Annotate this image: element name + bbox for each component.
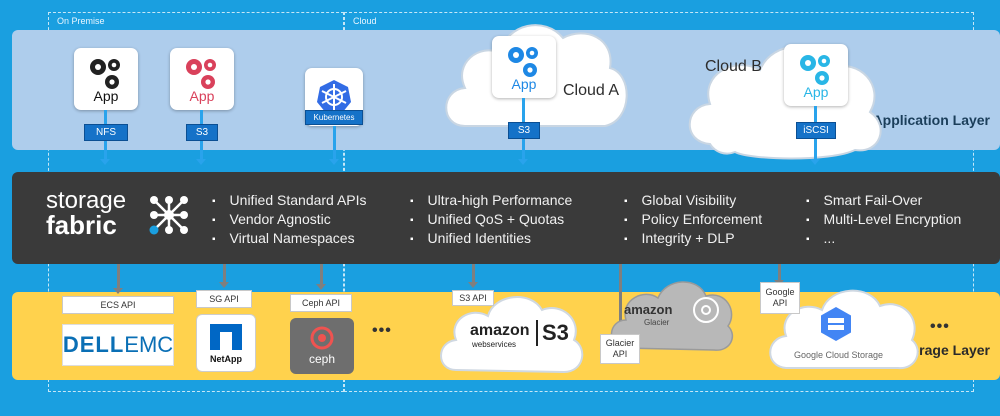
feature-item: Virtual Namespaces [212, 230, 367, 249]
netapp-icon [210, 324, 242, 350]
app-2-label: App [189, 88, 215, 104]
fabric-logo-text-top: storage [46, 187, 127, 214]
feature-item: Multi-Level Encryption [806, 211, 962, 230]
glacier-api-label: Glacier API [600, 334, 640, 364]
connector [117, 264, 120, 290]
amazon-s3-cloud [440, 296, 584, 374]
gears-icon [186, 59, 216, 89]
glacier-text: Glacier [644, 318, 670, 327]
fabric-features-col-3: Global Visibility Policy Enforcement Int… [624, 192, 763, 249]
more-storage-1: ••• [372, 322, 392, 339]
storage-layer-label: Storage Layer [896, 342, 990, 358]
connector [104, 110, 107, 124]
ceph-api-label: Ceph API [290, 294, 352, 312]
feature-item: Unified QoS + Quotas [410, 211, 572, 230]
gears-icon [800, 55, 830, 85]
google-cloud-storage-text: Google Cloud Storage [794, 350, 884, 360]
arrow-down-icon [810, 159, 820, 165]
s3-api-label: S3 API [452, 290, 494, 306]
app-1-label: App [93, 88, 119, 104]
connector [200, 110, 203, 124]
ceph-logo: ceph [290, 318, 354, 374]
google-cloud-storage-icon [821, 307, 851, 341]
app-cloud-b-label: App [803, 84, 829, 100]
app-tile-cloud-b[interactable]: App [784, 44, 848, 106]
application-layer-label: Application Layer [872, 112, 990, 128]
ecs-api-label: ECS API [62, 296, 174, 314]
connector [814, 106, 817, 122]
connector [814, 139, 817, 159]
cloud-b-label: Cloud B [705, 58, 762, 75]
protocol-iscsi: iSCSI [796, 122, 836, 139]
feature-item: Global Visibility [624, 192, 762, 211]
fabric-logo-text-bottom: fabric [46, 210, 117, 240]
connector [522, 98, 525, 122]
protocol-nfs: NFS [84, 124, 128, 141]
gears-icon [508, 47, 538, 77]
glacier-icon [693, 297, 719, 323]
gears-icon [90, 59, 120, 89]
netapp-text: NetApp [210, 354, 242, 364]
arrow-down-icon [329, 159, 339, 165]
fabric-features-col-4: Smart Fail-Over Multi-Level Encryption .… [806, 192, 962, 249]
arrow-down-icon [468, 282, 478, 288]
connector [472, 264, 475, 284]
connector [522, 139, 525, 159]
protocol-kubernetes: Kubernetes [305, 110, 363, 125]
dell-emc-logo: DΕLL EMC [62, 324, 174, 366]
google-api-label: Google API [760, 282, 800, 314]
arrow-down-icon [113, 288, 123, 294]
ceph-icon [310, 326, 334, 350]
feature-item: ... [806, 230, 961, 249]
connector [104, 141, 107, 159]
fabric-features-col-2: Ultra-high Performance Unified QoS + Quo… [410, 192, 573, 249]
feature-item: Unified Standard APIs [212, 192, 367, 211]
protocol-s3: S3 [186, 124, 218, 141]
feature-item: Vendor Agnostic [212, 211, 367, 230]
app-tile-2[interactable]: App [170, 48, 234, 110]
connector [619, 264, 622, 334]
sg-api-label: SG API [196, 290, 252, 308]
ceph-text: ceph [308, 352, 336, 366]
feature-item: Policy Enforcement [624, 211, 763, 230]
feature-item: Smart Fail-Over [806, 192, 961, 211]
fabric-features-col-1: Unified Standard APIs Vendor Agnostic Vi… [212, 192, 367, 249]
netapp-logo: NetApp [196, 314, 256, 372]
emc-logo-text: EMC [124, 332, 174, 357]
protocol-s3-cloud-a: S3 [508, 122, 540, 139]
arrow-down-icon [219, 282, 229, 288]
glacier-amazon-text: amazon [624, 302, 673, 317]
connector [333, 126, 336, 159]
s3-logo-text: S3 [536, 320, 569, 346]
connector [223, 264, 226, 286]
app-cloud-a-label: App [511, 76, 537, 92]
arrow-down-icon [196, 159, 206, 165]
app-tile-cloud-a[interactable]: App [492, 36, 556, 98]
dell-logo-text: DΕLL [62, 332, 125, 357]
connector [778, 264, 781, 282]
cloud-zone-label: Cloud [353, 16, 377, 26]
arrow-down-icon [100, 159, 110, 165]
connector [320, 264, 323, 286]
on-premise-label: On Premise [57, 16, 105, 26]
amazon-text: amazon [470, 322, 530, 339]
app-tile-1[interactable]: App [74, 48, 138, 110]
webservices-text: webservices [472, 340, 517, 349]
fabric-logo-icon [149, 196, 188, 235]
more-storage-2: ••• [930, 318, 950, 335]
feature-item: Integrity + DLP [624, 230, 762, 249]
feature-item: Ultra-high Performance [410, 192, 573, 211]
arrow-down-icon [316, 284, 326, 290]
arrow-down-icon [518, 159, 528, 165]
kubernetes-icon [317, 80, 351, 113]
connector [200, 141, 203, 159]
cloud-a-label: Cloud A [563, 82, 620, 99]
feature-item: Unified Identities [410, 230, 572, 249]
